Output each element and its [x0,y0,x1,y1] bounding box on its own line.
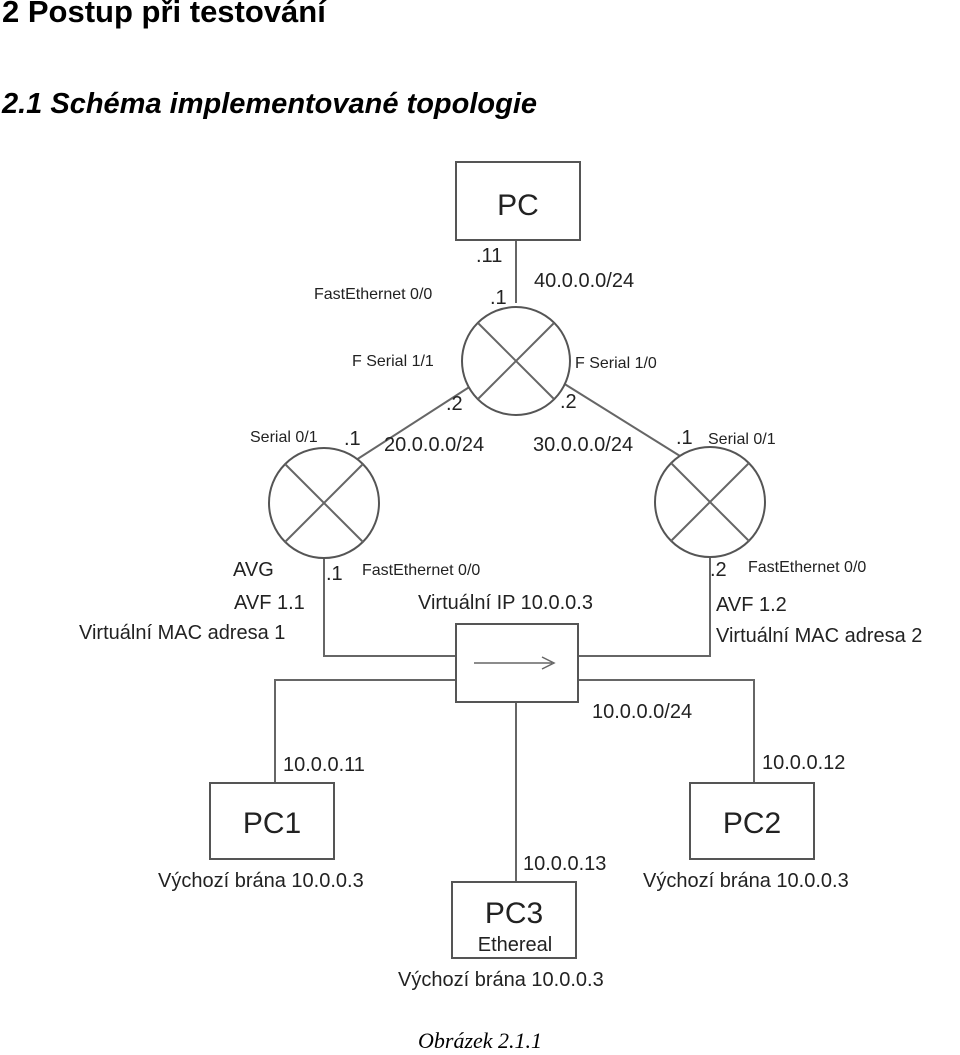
pc-top-node: PC [455,161,581,241]
pc3-ip: 10.0.0.13 [523,853,606,875]
link-switch-pc1 [274,679,457,783]
pc1-ip: 10.0.0.11 [283,754,365,776]
pc1-node: PC1 [209,782,335,860]
router-right-fe-suffix: .2 [710,559,727,581]
pc1-box [209,782,335,860]
router-top-cross-b [477,322,555,400]
pc3-node: PC3 Ethereal [451,881,577,959]
router-right-cross-b [670,462,750,542]
router-right-serial-suffix: .1 [676,427,693,449]
router-top [461,306,571,416]
router-right-vmac: Virtuální MAC adresa 2 [716,625,922,647]
pc3-box [451,881,577,959]
router-top-fe-label: FastEthernet 0/0 [314,286,432,303]
router-top-serial-right-suffix: .2 [560,391,577,413]
router-top-serial-left-suffix: .2 [446,393,463,415]
switch-node [455,623,579,703]
pc2-label: PC2 [723,807,781,840]
link-router-right-switch [578,558,711,657]
topology-diagram: PC PC1 PC2 PC3 Ethereal .11 40.0.0.0/24 … [79,161,922,991]
pc1-gateway: Výchozí brána 10.0.0.3 [158,870,364,892]
pc2-box [689,782,815,860]
pc2-ip: 10.0.0.12 [762,752,845,774]
router-right-role-avf: AVF 1.2 [716,594,787,616]
link-router-top-router-left [355,383,475,461]
net-30-label: 30.0.0.0/24 [533,434,633,456]
figure-caption: Obrázek 2.1.1 [418,1028,543,1053]
router-left-fe-suffix: .1 [326,563,343,585]
link-switch-pc2 [578,679,755,783]
pc-top-ip-suffix: .11 [476,245,502,267]
router-right [654,446,766,558]
router-left-cross-b [284,463,364,543]
router-top-fe-suffix: .1 [490,287,507,309]
router-left [268,447,380,559]
pc-top-label: PC [497,189,539,222]
pc1-label: PC1 [243,807,301,840]
router-top-serial-right: F Serial 1/0 [575,355,657,372]
router-right-serial: Serial 0/1 [708,431,776,448]
router-left-serial: Serial 0/1 [250,429,318,446]
pc2-node: PC2 [689,782,815,860]
router-left-role-avg: AVG [233,559,274,581]
pc-top-box [455,161,581,241]
pc3-sublabel: Ethereal [478,934,553,956]
router-left-serial-suffix: .1 [344,428,361,450]
pc3-label: PC3 [485,897,543,930]
net-10-label: 10.0.0.0/24 [592,701,692,723]
net-40-label: 40.0.0.0/24 [534,270,634,292]
section-heading: 2 Postup při testování [2,0,326,29]
router-left-role-avf: AVF 1.1 [234,592,305,614]
link-router-left-switch [323,558,457,657]
router-left-fe-label: FastEthernet 0/0 [362,562,480,579]
router-left-vmac: Virtuální MAC adresa 1 [79,622,285,644]
net-20-label: 20.0.0.0/24 [384,434,484,456]
switch-arrow-head-icon [541,656,556,670]
pc3-gateway: Výchozí brána 10.0.0.3 [398,969,604,991]
link-router-top-router-right [562,382,681,457]
links [274,240,755,882]
virtual-ip-label: Virtuální IP 10.0.0.3 [418,592,593,614]
router-top-serial-left: F Serial 1/1 [352,353,434,370]
pc2-gateway: Výchozí brána 10.0.0.3 [643,870,849,892]
subsection-heading: 2.1 Schéma implementované topologie [2,88,538,120]
router-right-fe-label: FastEthernet 0/0 [748,559,866,576]
